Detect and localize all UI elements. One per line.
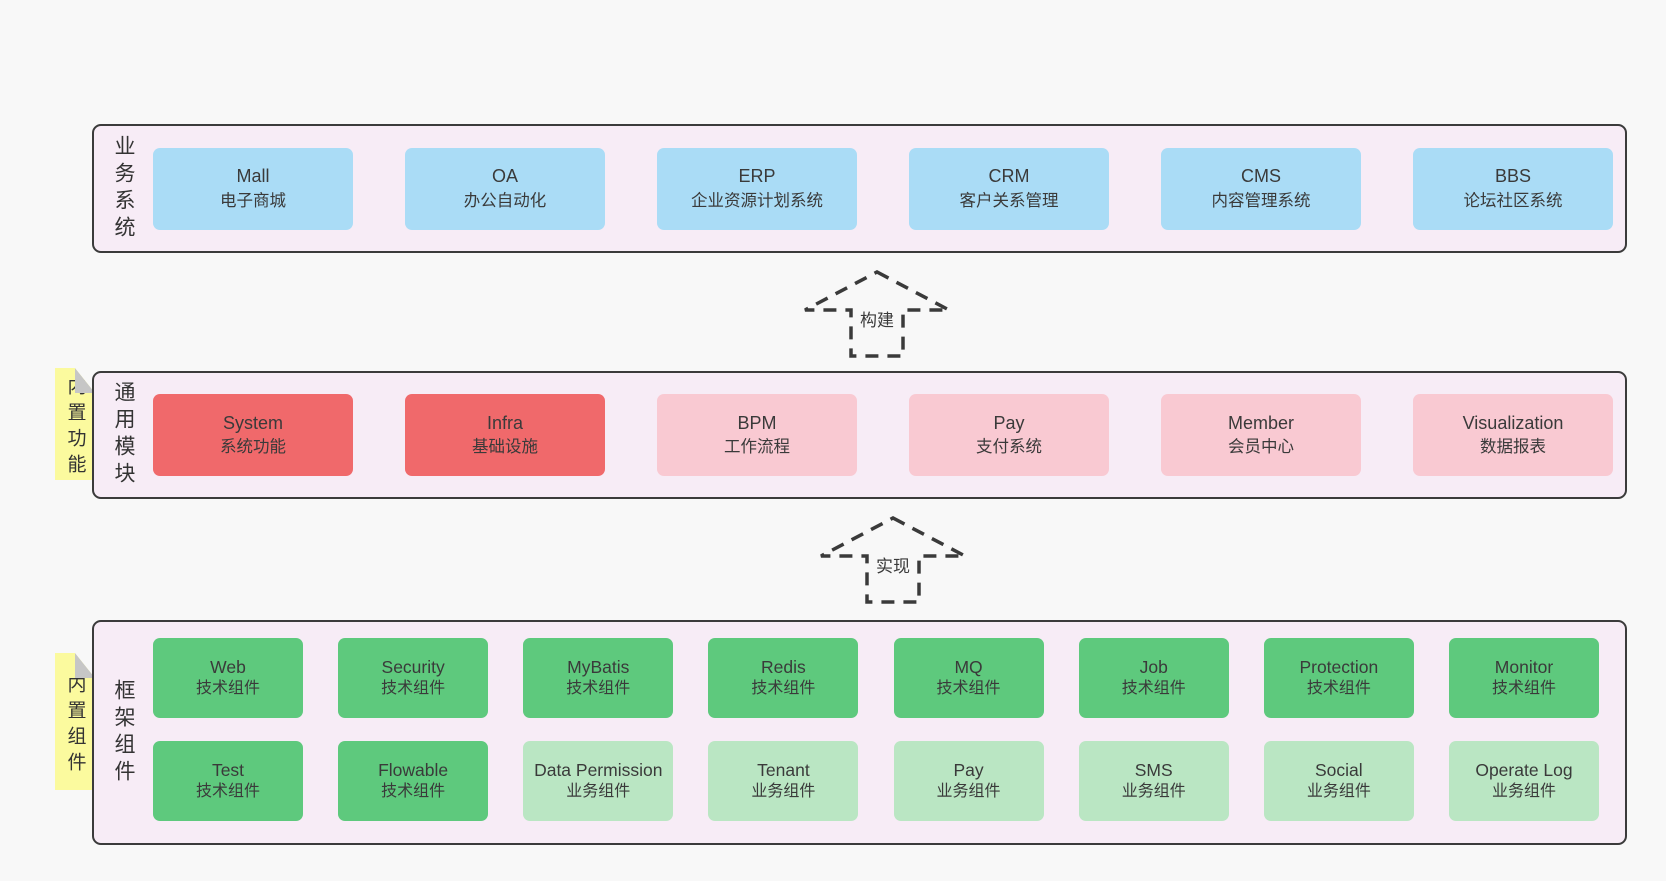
layer-framework-components: 框架组件 Web 技术组件 Security 技术组件 MyBatis 技术组件… (92, 620, 1627, 845)
box-data-permission: Data Permission 业务组件 (523, 741, 674, 821)
build-arrow-label: 构建 (856, 305, 898, 332)
box-pay-system: Pay 支付系统 (909, 394, 1109, 476)
layer-business-systems: 业务系统 Mall 电子商城 OA 办公自动化 ERP 企业资源计划系统 CRM… (92, 124, 1627, 253)
layer-label-common-modules: 通用模块 (112, 381, 135, 489)
box-security: Security 技术组件 (338, 638, 489, 718)
layer-label-business-systems: 业务系统 (112, 134, 135, 243)
build-arrow: 构建 (802, 269, 952, 359)
layer-label-framework-components: 框架组件 (112, 678, 135, 787)
note-built-in-components-label: 内置组件 (64, 673, 86, 778)
components-row-1: Web 技术组件 Security 技术组件 MyBatis 技术组件 Redi… (153, 638, 1599, 718)
box-oa: OA 办公自动化 (405, 147, 605, 230)
box-member: Member 会员中心 (1161, 394, 1361, 476)
business-box-row: Mall 电子商城 OA 办公自动化 ERP 企业资源计划系统 CRM 客户关系… (153, 126, 1613, 251)
layer-common-modules: 通用模块 System 系统功能 Infra 基础设施 BPM 工作流程 Pay… (92, 371, 1627, 499)
box-bpm: BPM 工作流程 (657, 394, 857, 476)
box-cms: CMS 内容管理系统 (1161, 147, 1361, 230)
layer-label-zone: 框架组件 (100, 622, 146, 843)
box-web: Web 技术组件 (153, 638, 303, 718)
box-tenant: Tenant 业务组件 (708, 741, 859, 821)
box-sms: SMS 业务组件 (1078, 741, 1229, 821)
box-monitor: Monitor 技术组件 (1448, 638, 1599, 718)
box-test: Test 技术组件 (153, 741, 303, 821)
note-built-in-components: 内置组件 (55, 653, 95, 790)
box-pay-component: Pay 业务组件 (893, 741, 1044, 821)
box-mall: Mall 电子商城 (153, 147, 353, 230)
box-bbs: BBS 论坛社区系统 (1413, 147, 1613, 230)
up-arrow-icon (820, 516, 966, 604)
note-built-in-features: 内置功能 (55, 368, 95, 480)
note-built-in-features-label: 内置功能 (64, 376, 86, 480)
layer-label-zone: 业务系统 (100, 126, 146, 251)
box-social: Social 业务组件 (1263, 741, 1414, 821)
components-row-2: Test 技术组件 Flowable 技术组件 Data Permission … (153, 741, 1599, 821)
box-erp: ERP 企业资源计划系统 (657, 147, 857, 230)
box-job: Job 技术组件 (1078, 638, 1229, 718)
implement-arrow-label: 实现 (872, 551, 914, 578)
implement-arrow: 实现 (818, 515, 968, 605)
box-system: System 系统功能 (153, 394, 353, 476)
box-protection: Protection 技术组件 (1263, 638, 1414, 718)
box-mq: MQ 技术组件 (893, 638, 1044, 718)
box-flowable: Flowable 技术组件 (338, 741, 489, 821)
box-operate-log: Operate Log 业务组件 (1448, 741, 1599, 821)
box-crm: CRM 客户关系管理 (909, 147, 1109, 230)
up-arrow-icon (804, 270, 950, 358)
box-visualization: Visualization 数据报表 (1413, 394, 1613, 476)
layer-label-zone: 通用模块 (100, 373, 146, 497)
box-mybatis: MyBatis 技术组件 (523, 638, 674, 718)
box-infra: Infra 基础设施 (405, 394, 605, 476)
box-redis: Redis 技术组件 (708, 638, 859, 718)
modules-box-row: System 系统功能 Infra 基础设施 BPM 工作流程 Pay 支付系统… (153, 373, 1613, 497)
